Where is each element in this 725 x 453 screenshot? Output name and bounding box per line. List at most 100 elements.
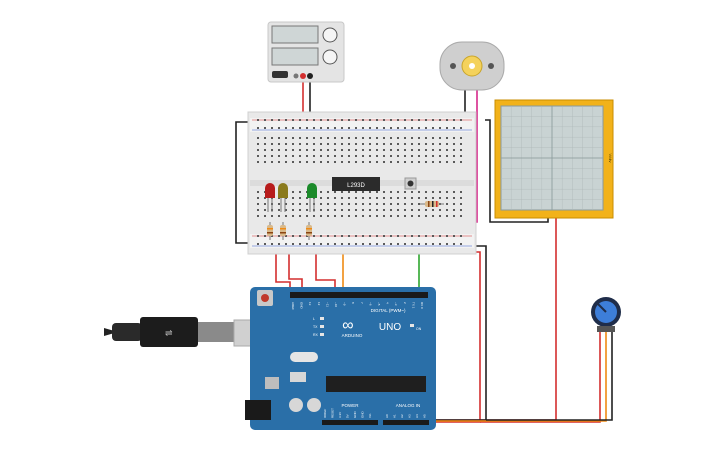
breadboard-hole[interactable]	[390, 149, 392, 151]
breadboard-hole[interactable]	[334, 149, 336, 151]
breadboard-hole[interactable]	[390, 143, 392, 145]
breadboard-hole[interactable]	[355, 235, 357, 237]
breadboard-hole[interactable]	[313, 127, 315, 129]
breadboard-hole[interactable]	[411, 161, 413, 163]
breadboard-hole[interactable]	[439, 243, 441, 245]
breadboard-hole[interactable]	[292, 149, 294, 151]
breadboard-hole[interactable]	[418, 235, 420, 237]
breadboard-hole[interactable]	[271, 137, 273, 139]
breadboard-hole[interactable]	[369, 137, 371, 139]
breadboard-hole[interactable]	[292, 161, 294, 163]
breadboard-hole[interactable]	[362, 215, 364, 217]
breadboard-hole[interactable]	[453, 203, 455, 205]
breadboard-hole[interactable]	[397, 215, 399, 217]
breadboard-hole[interactable]	[376, 137, 378, 139]
breadboard-hole[interactable]	[425, 119, 427, 121]
breadboard-hole[interactable]	[278, 209, 280, 211]
breadboard-hole[interactable]	[460, 143, 462, 145]
breadboard-hole[interactable]	[257, 203, 259, 205]
breadboard-hole[interactable]	[411, 203, 413, 205]
breadboard-hole[interactable]	[320, 149, 322, 151]
breadboard-hole[interactable]	[411, 209, 413, 211]
breadboard-hole[interactable]	[320, 143, 322, 145]
breadboard-hole[interactable]	[341, 143, 343, 145]
breadboard-hole[interactable]	[306, 137, 308, 139]
breadboard-hole[interactable]	[460, 191, 462, 193]
breadboard-hole[interactable]	[278, 119, 280, 121]
breadboard-hole[interactable]	[432, 149, 434, 151]
breadboard-hole[interactable]	[334, 137, 336, 139]
breadboard-hole[interactable]	[355, 197, 357, 199]
breadboard-hole[interactable]	[460, 203, 462, 205]
wire-pot-orange[interactable]	[395, 330, 607, 422]
breadboard-hole[interactable]	[369, 191, 371, 193]
breadboard-hole[interactable]	[404, 235, 406, 237]
breadboard-hole[interactable]	[460, 137, 462, 139]
breadboard-hole[interactable]	[271, 119, 273, 121]
breadboard-hole[interactable]	[285, 235, 287, 237]
breadboard-hole[interactable]	[264, 155, 266, 157]
current-knob[interactable]	[322, 49, 338, 65]
breadboard-hole[interactable]	[306, 149, 308, 151]
breadboard-hole[interactable]	[348, 143, 350, 145]
breadboard-hole[interactable]	[383, 235, 385, 237]
breadboard-hole[interactable]	[285, 155, 287, 157]
breadboard-hole[interactable]	[404, 149, 406, 151]
breadboard-hole[interactable]	[341, 161, 343, 163]
breadboard-hole[interactable]	[453, 191, 455, 193]
breadboard-hole[interactable]	[341, 209, 343, 211]
breadboard-hole[interactable]	[327, 191, 329, 193]
breadboard-hole[interactable]	[271, 243, 273, 245]
breadboard-hole[interactable]	[418, 127, 420, 129]
breadboard-hole[interactable]	[446, 203, 448, 205]
yellow-led[interactable]	[278, 183, 288, 212]
breadboard-hole[interactable]	[320, 161, 322, 163]
breadboard-hole[interactable]	[362, 191, 364, 193]
breadboard-hole[interactable]	[453, 127, 455, 129]
breadboard-hole[interactable]	[285, 149, 287, 151]
breadboard-hole[interactable]	[390, 203, 392, 205]
breadboard-hole[interactable]	[460, 119, 462, 121]
breadboard-hole[interactable]	[257, 191, 259, 193]
breadboard-hole[interactable]	[278, 235, 280, 237]
resistor-3[interactable]	[306, 222, 312, 240]
breadboard-hole[interactable]	[432, 243, 434, 245]
breadboard-hole[interactable]	[418, 215, 420, 217]
breadboard-hole[interactable]	[299, 209, 301, 211]
breadboard-hole[interactable]	[264, 137, 266, 139]
breadboard-hole[interactable]	[327, 203, 329, 205]
breadboard-hole[interactable]	[334, 191, 336, 193]
breadboard-hole[interactable]	[348, 149, 350, 151]
breadboard-hole[interactable]	[355, 127, 357, 129]
breadboard-hole[interactable]	[327, 209, 329, 211]
wire-scope-black[interactable]	[485, 119, 549, 223]
breadboard-hole[interactable]	[404, 197, 406, 199]
breadboard-hole[interactable]	[292, 203, 294, 205]
breadboard-hole[interactable]	[299, 215, 301, 217]
breadboard-hole[interactable]	[355, 119, 357, 121]
breadboard-hole[interactable]	[334, 235, 336, 237]
breadboard-hole[interactable]	[425, 137, 427, 139]
breadboard-hole[interactable]	[432, 119, 434, 121]
breadboard-hole[interactable]	[327, 127, 329, 129]
breadboard-hole[interactable]	[257, 143, 259, 145]
breadboard-hole[interactable]	[264, 215, 266, 217]
breadboard-hole[interactable]	[418, 119, 420, 121]
breadboard-hole[interactable]	[299, 235, 301, 237]
breadboard-hole[interactable]	[460, 235, 462, 237]
breadboard-hole[interactable]	[299, 197, 301, 199]
breadboard-hole[interactable]	[369, 215, 371, 217]
breadboard-hole[interactable]	[432, 215, 434, 217]
breadboard-hole[interactable]	[446, 161, 448, 163]
terminal-positive[interactable]	[300, 73, 306, 79]
breadboard-hole[interactable]	[369, 235, 371, 237]
breadboard-hole[interactable]	[341, 127, 343, 129]
breadboard-hole[interactable]	[299, 203, 301, 205]
breadboard-hole[interactable]	[292, 243, 294, 245]
breadboard-hole[interactable]	[446, 137, 448, 139]
power-supply[interactable]	[267, 21, 345, 83]
breadboard-hole[interactable]	[404, 203, 406, 205]
breadboard-hole[interactable]	[376, 149, 378, 151]
breadboard-hole[interactable]	[411, 137, 413, 139]
